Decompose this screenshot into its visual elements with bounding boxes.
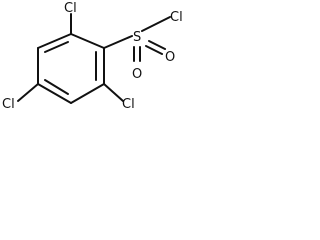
chemical-structure: Cl S O O Cl Cl Cl [2, 1, 183, 112]
bond-to-cl-bottom [103, 83, 124, 102]
bond-s-to-o-right-2 [145, 45, 163, 55]
bond-s-to-o-right-1 [148, 40, 166, 50]
ring-bond-right-bottom [70, 83, 105, 104]
structure-canvas: Cl S O O Cl Cl Cl [0, 0, 198, 138]
bond-to-cl-left [17, 83, 39, 102]
bond-to-sulfur [103, 35, 133, 49]
atom-label-cl-so2: Cl [170, 10, 183, 25]
ring-bond-left-top [37, 33, 72, 49]
ring-bond-left-bottom-inner [44, 79, 69, 95]
atom-label-s: S [133, 30, 141, 45]
bond-s-to-cl [141, 16, 171, 32]
atom-label-cl-bottom: Cl [122, 97, 135, 112]
atom-label-o-right: O [165, 50, 175, 65]
atom-label-cl-top: Cl [64, 1, 77, 16]
ring-bond-top [70, 33, 105, 49]
atom-label-o-down: O [132, 67, 142, 82]
ring-bond-left-bottom [37, 83, 72, 104]
ring-bond-left-top-inner [44, 41, 69, 53]
atom-label-cl-left: Cl [2, 97, 15, 112]
